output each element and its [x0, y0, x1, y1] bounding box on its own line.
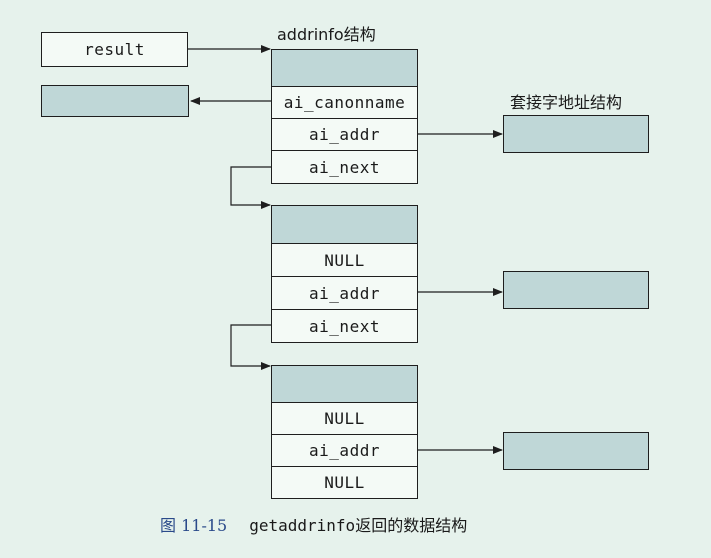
sockaddr-box-3: [503, 432, 649, 470]
sockaddr-box-1: [503, 115, 649, 153]
block2-header-cell: [271, 205, 418, 244]
block3-addr-label: ai_addr: [309, 441, 380, 460]
block3-header-cell: [271, 365, 418, 403]
block1-header-cell: [271, 49, 418, 87]
canonical-hostname-box: [41, 85, 189, 117]
block1-next-cell: ai_next: [271, 150, 418, 184]
block3-addr-cell: ai_addr: [271, 434, 418, 467]
block3-canonname-label: NULL: [324, 409, 365, 428]
block2-addr-cell: ai_addr: [271, 276, 418, 310]
arrow-next2-to-block3: [230, 324, 272, 370]
block1-canonname-label: ai_canonname: [283, 93, 406, 112]
figure-caption: 图 11-15 getaddrinfo返回的数据结构: [160, 512, 467, 536]
socket-struct-title: 套接字地址结构: [510, 93, 623, 112]
block2-canonname-cell: NULL: [271, 243, 418, 277]
caption-figure-number: 图 11-15: [160, 516, 228, 535]
block1-addr-label: ai_addr: [309, 125, 380, 144]
arrow-next1-to-block2: [230, 166, 272, 209]
sockaddr-box-2: [503, 271, 649, 309]
struct-title: addrinfo结构: [277, 25, 376, 44]
block1-addr-cell: ai_addr: [271, 118, 418, 151]
block2-next-label: ai_next: [309, 316, 380, 336]
block1-canonname-cell: ai_canonname: [271, 86, 418, 119]
block2-canonname-label: NULL: [324, 250, 365, 270]
caption-function-name: getaddrinfo: [249, 516, 356, 535]
caption-text: 返回的数据结构: [355, 516, 468, 535]
block3-next-cell: NULL: [271, 466, 418, 499]
block3-canonname-cell: NULL: [271, 402, 418, 435]
block2-addr-label: ai_addr: [309, 283, 380, 303]
result-label: result: [84, 40, 145, 59]
block3-next-label: NULL: [324, 473, 365, 492]
block2-next-cell: ai_next: [271, 309, 418, 343]
block1-next-label: ai_next: [309, 157, 380, 177]
result-box: result: [41, 32, 188, 67]
